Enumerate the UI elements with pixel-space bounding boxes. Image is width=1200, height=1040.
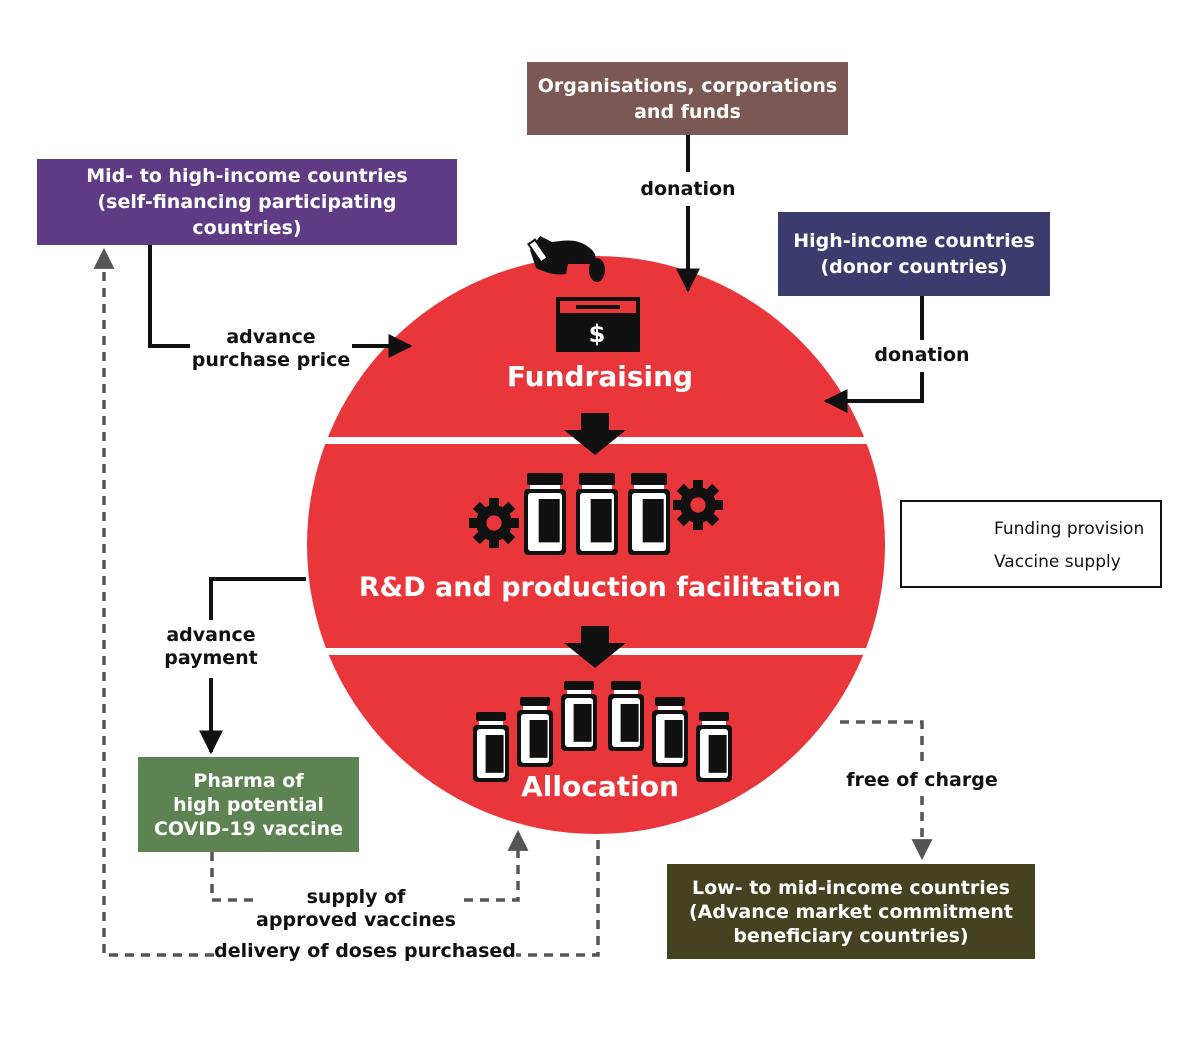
advance-purchase-label: advance purchase price: [190, 326, 352, 372]
dollar-sign: $: [589, 320, 606, 348]
allocation-vials-icon: [473, 681, 732, 782]
vial-icon: [652, 697, 688, 767]
low-mid-income-box: Low- to mid-income countries (Advance ma…: [667, 864, 1035, 959]
low-mid-income-line-1: Low- to mid-income countries: [692, 876, 1010, 899]
production-vials-icon: [524, 473, 670, 555]
vial-icon: [561, 681, 597, 751]
organisations-box: Organisations, corporations and funds: [527, 62, 848, 135]
advance-payment-line-1: advance: [166, 624, 256, 646]
gear-icon: [469, 498, 519, 548]
supply-arrow-approved-vaccines: [210, 852, 300, 902]
pharma-line-3: COVID-19 vaccine: [153, 817, 344, 840]
advance-purchase-line-1: advance: [226, 326, 316, 348]
organisations-line-2: and funds: [634, 100, 741, 123]
funding-arrow-high-income-2: [823, 372, 924, 413]
fundraising-title: Fundraising: [506, 360, 694, 393]
high-income-line-2: (donor countries): [820, 256, 1008, 278]
funding-arrow-advance-payment: [209, 577, 306, 620]
vial-icon: [524, 473, 566, 555]
advance-purchase-line-2: purchase price: [191, 349, 351, 371]
vial-icon: [517, 697, 553, 767]
legend-vaccine-label: Vaccine supply: [994, 552, 1121, 572]
donation-label-right: donation: [862, 344, 982, 367]
allocation-title: Allocation: [521, 770, 679, 803]
delivery-label: delivery of doses purchased: [214, 940, 516, 963]
vial-icon: [473, 712, 509, 782]
supply-approved-line-2: approved vaccines: [256, 909, 456, 931]
pharma-box: Pharma of high potential COVID-19 vaccin…: [138, 757, 359, 852]
high-income-box: High-income countries (donor countries): [778, 212, 1050, 296]
vial-icon: [576, 473, 618, 555]
legend-funding-label: Funding provision: [994, 519, 1145, 539]
hand-coin-box-icon: $: [527, 236, 640, 352]
vial-icon: [608, 681, 644, 751]
high-income-line-1: High-income countries: [793, 230, 1035, 252]
low-mid-income-line-3: beneficiary countries): [733, 924, 969, 947]
free-of-charge-label: free of charge: [842, 769, 1002, 792]
supply-arrow-delivery-2: [93, 247, 214, 957]
mid-high-income-line-2: (self-financing participating countries): [97, 191, 397, 239]
supply-approved-line-1: supply of: [306, 886, 406, 908]
down-arrow-icon: [564, 413, 626, 455]
advance-payment-line-2: payment: [164, 647, 258, 669]
supply-approved-label: supply of approved vaccines: [255, 886, 457, 932]
supply-arrow-free-of-charge: [840, 720, 924, 768]
supply-arrow-delivery: [516, 840, 600, 957]
donation-label-top: donation: [628, 178, 748, 201]
advance-payment-label: advance payment: [152, 624, 270, 670]
gear-icon: [673, 480, 723, 530]
rnd-title: R&D and production facilitation: [358, 572, 842, 603]
legend: Funding provision Vaccine supply: [900, 500, 1162, 588]
funding-arrow-mid-high: [148, 245, 206, 348]
pharma-line-2: high potential: [173, 793, 324, 816]
pharma-line-1: Pharma of: [193, 769, 304, 792]
vial-icon: [628, 473, 670, 555]
vial-icon: [696, 712, 732, 782]
mid-high-income-box: Mid- to high-income countries (self-fina…: [37, 159, 457, 245]
mid-high-income-line-1: Mid- to high-income countries: [86, 165, 408, 187]
organisations-line-1: Organisations, corporations: [537, 74, 838, 97]
down-arrow-icon: [564, 626, 626, 668]
low-mid-income-line-2: (Advance market commitment: [689, 900, 1013, 923]
